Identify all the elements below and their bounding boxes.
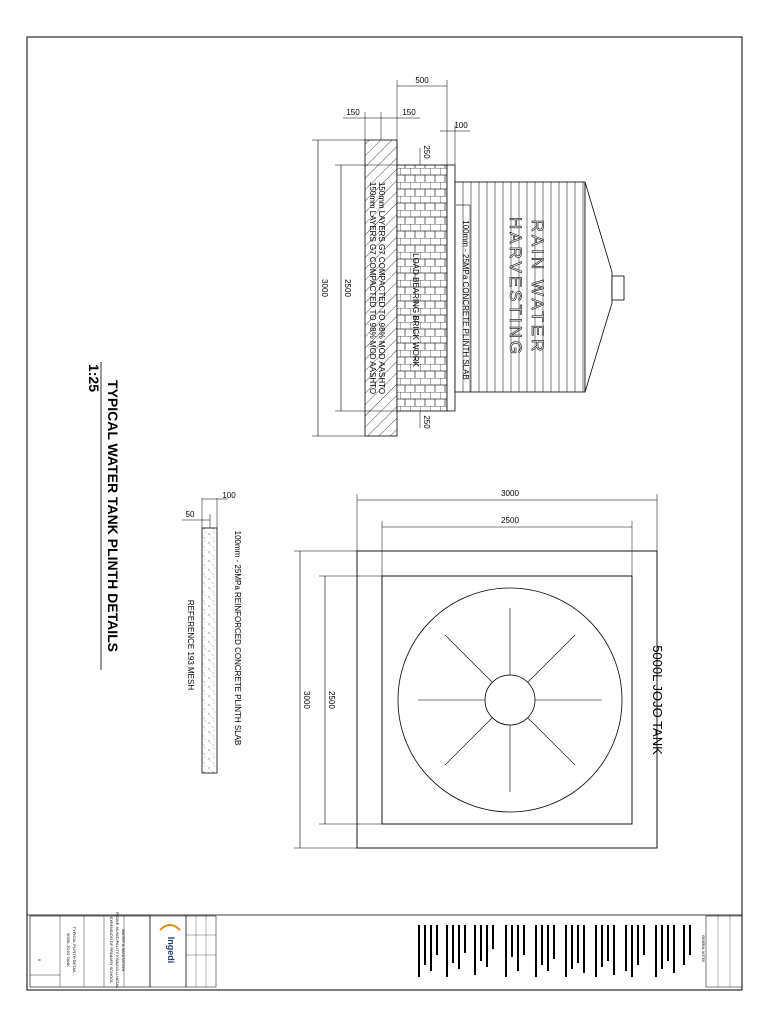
brickwork-callout: LOAD BEARING BRICK WORK [411, 253, 420, 367]
slab-detail-section [201, 527, 218, 774]
dim-250-top: 250 [422, 145, 431, 159]
dim-50-cover: 50 [186, 510, 195, 519]
title-block: 0 5000L JOJO TANK TYPICAL PLINTH DETAIL … [27, 912, 743, 989]
tank-lettering-line2: HARVESTING [506, 217, 525, 357]
drawing-line-2: TYPICAL PLINTH DETAIL [72, 927, 77, 974]
plan-inner-square [381, 575, 633, 825]
dim-2500-top: 2500 [501, 516, 519, 525]
dim-2500-vertical: 2500 [343, 279, 352, 297]
notes-heading: GENERAL NOTES [701, 935, 705, 962]
client-line-3: WATER & SANITATION [121, 929, 126, 971]
slab-detail-reference: REFERENCE 193 MESH [186, 600, 195, 690]
dim-3000-vertical: 3000 [320, 279, 329, 297]
dim-250-bottom: 250 [422, 415, 431, 429]
slab-callout: 100mm - 25MPa CONCRETE PLINTH SLAB [461, 220, 470, 380]
plan-outer-square [356, 550, 658, 849]
logo-mark-icon [159, 924, 181, 931]
drawing-scale: 1:25 [86, 364, 102, 392]
brick-work [396, 164, 448, 412]
tank-ribs [462, 182, 584, 392]
client-line-2: INGWE MUNICIPALITY KWAZULU-NATAL [115, 912, 120, 989]
section-view: RAIN WATER HARVESTING 100mm - 25MPa CONC… [312, 76, 625, 437]
dim-3000-top: 3000 [501, 489, 519, 498]
dim-100-overhang: 100 [454, 121, 468, 130]
dim-500: 500 [415, 76, 429, 85]
dim-150-right: 150 [402, 108, 416, 117]
client-line-1: EXPANSION OF PRIMARY SCHOOL [109, 917, 114, 985]
tank-inlet [611, 275, 625, 301]
slab-detail: 100 50 100mm - 25MPa REINFORCED CONCRETE… [182, 491, 242, 774]
dim-2500-left: 2500 [327, 691, 336, 709]
revision-number: 0 [37, 959, 42, 962]
tank-inlet-circle [484, 674, 536, 726]
jojo-tank-body [454, 181, 586, 393]
layer-callout-2: 150mm LAYERS G7 COMPACTED TO 98% MOD AAS… [368, 182, 377, 394]
plan-view: 5000L JOJO TANK 3000 2500 3000 2500 [294, 489, 665, 849]
slab-detail-callout: 100mm - 25MPa REINFORCED CONCRETE PLINTH… [233, 531, 242, 746]
layer-callout-1: 150mm LAYERS G7 COMPACTED TO 98% MOD AAS… [377, 182, 386, 394]
tank-rib-lines [418, 608, 602, 792]
tank-outline-circle [397, 587, 623, 813]
company-logo: Ingedi [166, 937, 176, 964]
drawing-title: TYPICAL WATER TANK PLINTH DETAILS [105, 380, 121, 652]
dim-3000-left: 3000 [302, 691, 311, 709]
sheet-border [26, 36, 743, 991]
drawing-line-1: 5000L JOJO TANK [66, 933, 71, 967]
tank-lettering-line1: RAIN WATER [528, 220, 547, 355]
tank-cone-top [584, 181, 613, 393]
dim-150-left: 150 [346, 108, 360, 117]
dim-100-slab: 100 [222, 491, 236, 500]
tank-label: 5000L JOJO TANK [650, 645, 665, 755]
concrete-slab-strip [446, 164, 456, 412]
general-notes [418, 925, 691, 977]
